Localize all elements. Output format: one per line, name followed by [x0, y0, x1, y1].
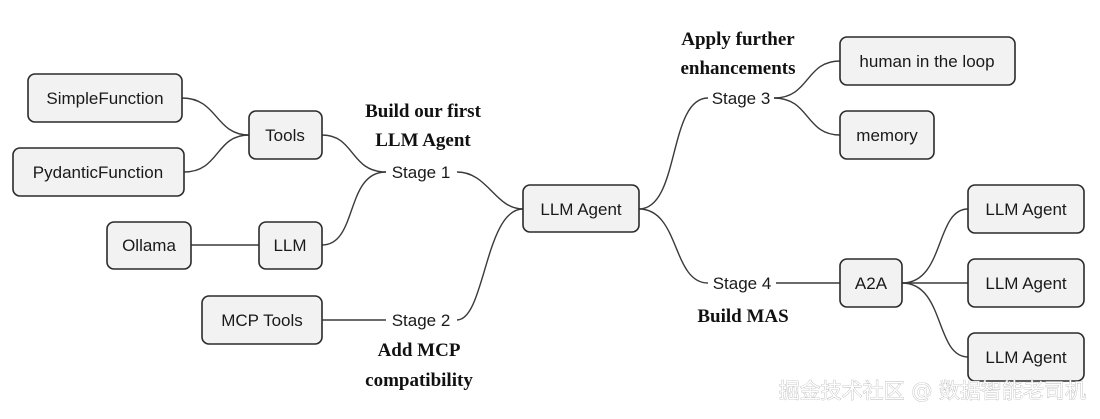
- stage1-caption-line2: LLM Agent: [375, 130, 471, 151]
- node-mcp-tools[interactable]: MCP Tools: [201, 295, 323, 345]
- node-llm-label: LLM: [273, 236, 306, 255]
- edge-stage3-human: [773, 60, 841, 99]
- root-node[interactable]: LLM Agent: [522, 184, 640, 233]
- edge-a2a-agent1: [901, 208, 969, 284]
- stage3-caption-line2: enhancements: [680, 58, 795, 79]
- edges: [181, 60, 969, 358]
- edge-stage3-memory: [773, 97, 841, 136]
- stage-labels: Stage 1 Stage 2 Stage 3 Stage 4: [386, 88, 776, 330]
- stage3-label: Stage 3: [712, 89, 771, 108]
- stage4-caption: Build MAS: [697, 306, 788, 327]
- edge-a2a-agent3: [901, 282, 969, 358]
- node-human-in-the-loop[interactable]: human in the loop: [839, 36, 1016, 86]
- stage4-label: Stage 4: [713, 274, 772, 293]
- stage2-caption-line2: compatibility: [365, 370, 473, 391]
- node-mcp-tools-label: MCP Tools: [221, 311, 303, 330]
- watermark: 掘金技术社区 @ 数据智能老司机: [779, 379, 1086, 403]
- edge-tools-pydanticfunction: [183, 134, 250, 173]
- node-human-in-the-loop-label: human in the loop: [859, 52, 994, 71]
- node-memory[interactable]: memory: [839, 110, 935, 160]
- node-a2a-label: A2A: [855, 274, 888, 293]
- edge-stage1-tools: [321, 134, 387, 173]
- node-tools-label: Tools: [265, 126, 305, 145]
- node-agent-3[interactable]: LLM Agent: [967, 332, 1085, 382]
- edge-root-stage3: [638, 97, 709, 210]
- root-node-label: LLM Agent: [540, 200, 622, 219]
- node-a2a[interactable]: A2A: [839, 258, 903, 308]
- node-agent-1-label: LLM Agent: [985, 200, 1067, 219]
- node-ollama[interactable]: Ollama: [106, 221, 192, 270]
- stage-captions: Build our first LLM Agent Add MCP compat…: [365, 29, 795, 391]
- node-agent-1[interactable]: LLM Agent: [967, 184, 1085, 234]
- node-simplefunction-label: SimpleFunction: [46, 89, 163, 108]
- node-tools[interactable]: Tools: [248, 110, 323, 160]
- edge-tools-simplefunction: [181, 97, 250, 136]
- node-llm[interactable]: LLM: [258, 221, 323, 270]
- node-agent-2[interactable]: LLM Agent: [967, 258, 1085, 308]
- node-agent-2-label: LLM Agent: [985, 274, 1067, 293]
- edge-root-stage2: [456, 208, 524, 321]
- edge-stage1-llm: [321, 171, 387, 246]
- node-ollama-label: Ollama: [122, 236, 176, 255]
- stage3-caption-line1: Apply further: [681, 29, 795, 50]
- node-simplefunction[interactable]: SimpleFunction: [27, 73, 183, 123]
- edge-root-stage4: [638, 208, 709, 284]
- stage2-caption-line1: Add MCP: [378, 340, 461, 361]
- node-memory-label: memory: [856, 126, 918, 145]
- stage1-label: Stage 1: [392, 163, 451, 182]
- stage1-caption-line1: Build our first: [365, 101, 481, 122]
- node-pydanticfunction[interactable]: PydanticFunction: [12, 147, 185, 197]
- edge-root-stage1: [456, 171, 524, 210]
- stage2-label: Stage 2: [392, 311, 451, 330]
- node-pydanticfunction-label: PydanticFunction: [33, 163, 163, 182]
- node-agent-3-label: LLM Agent: [985, 348, 1067, 367]
